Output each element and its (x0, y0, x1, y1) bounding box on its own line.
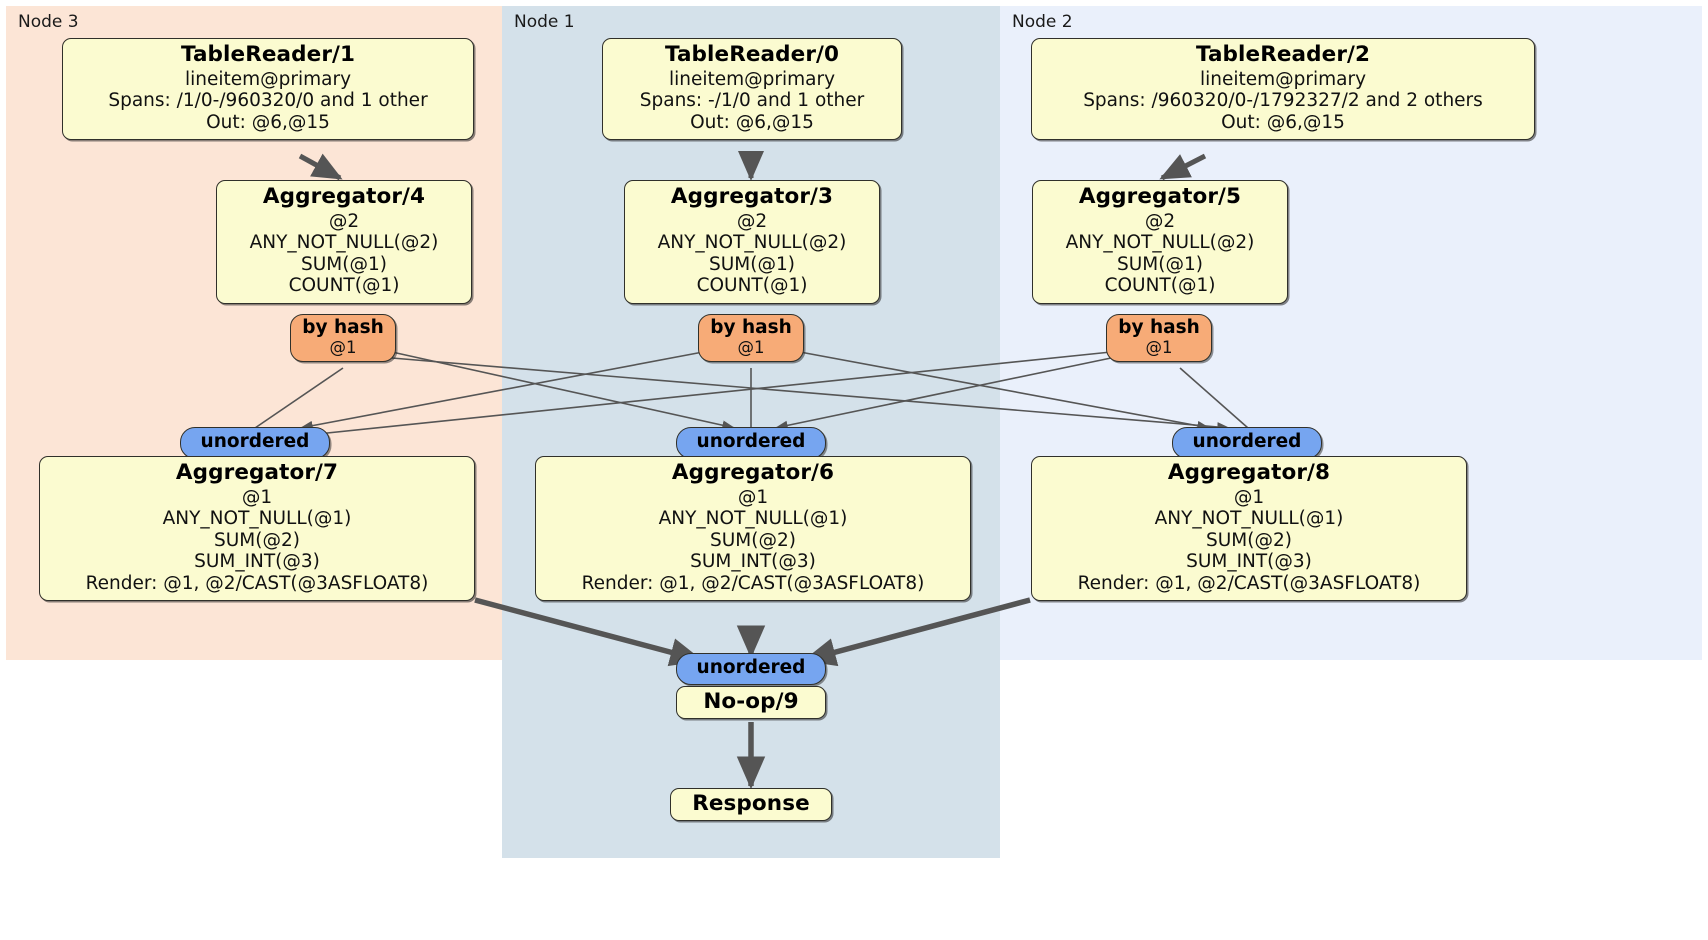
unordered-sync-left[interactable]: unordered (180, 427, 330, 459)
hash-router-label: by hash (1118, 317, 1200, 338)
unordered-sync-label: unordered (1192, 431, 1302, 452)
node-label-node3: Node 3 (18, 12, 79, 32)
processor-line: SUM_INT(@3) (194, 551, 320, 573)
processor-line: SUM(@2) (1206, 529, 1292, 551)
hash-router-column: @1 (329, 337, 357, 357)
hash-router-left[interactable]: by hash @1 (290, 314, 396, 363)
processor-title: Aggregator/5 (1078, 184, 1242, 209)
processor-line: SUM(@1) (301, 253, 387, 275)
processor-line: Out: @6,@15 (1221, 111, 1345, 133)
unordered-sync-label: unordered (696, 431, 806, 452)
processor-title: TableReader/0 (664, 42, 840, 67)
processor-tablereader-1[interactable]: TableReader/1 lineitem@primary Spans: /1… (62, 38, 474, 141)
processor-response[interactable]: Response (670, 788, 832, 821)
processor-title: TableReader/2 (1195, 42, 1371, 67)
processor-tablereader-2[interactable]: TableReader/2 lineitem@primary Spans: /9… (1031, 38, 1535, 141)
unordered-sync-final[interactable]: unordered (676, 653, 826, 685)
processor-title: Aggregator/7 (175, 460, 339, 485)
processor-line: ANY_NOT_NULL(@2) (1065, 232, 1255, 254)
processor-line: ANY_NOT_NULL(@1) (162, 508, 352, 530)
processor-line: SUM_INT(@3) (1186, 551, 1312, 573)
processor-line: COUNT(@1) (1104, 275, 1216, 297)
hash-router-column: @1 (737, 337, 765, 357)
processor-line: Render: @1, @2/CAST(@3ASFLOAT8) (85, 572, 429, 594)
processor-line: SUM(@1) (1117, 253, 1203, 275)
processor-line: SUM(@2) (710, 529, 796, 551)
processor-line: Render: @1, @2/CAST(@3ASFLOAT8) (581, 572, 925, 594)
processor-line: Out: @6,@15 (690, 111, 814, 133)
processor-line: ANY_NOT_NULL(@1) (658, 508, 848, 530)
processor-title: No-op/9 (703, 689, 799, 714)
processor-line: @1 (737, 486, 769, 508)
processor-title: Aggregator/8 (1167, 460, 1331, 485)
processor-line: ANY_NOT_NULL(@2) (657, 232, 847, 254)
processor-line: @2 (1144, 210, 1176, 232)
node-label-node2: Node 2 (1012, 12, 1073, 32)
processor-line: lineitem@primary (184, 68, 352, 90)
unordered-sync-label: unordered (696, 657, 806, 678)
processor-aggregator-8[interactable]: Aggregator/8 @1 ANY_NOT_NULL(@1) SUM(@2)… (1031, 456, 1467, 602)
processor-title: TableReader/1 (180, 42, 356, 67)
processor-aggregator-3[interactable]: Aggregator/3 @2 ANY_NOT_NULL(@2) SUM(@1)… (624, 180, 880, 304)
processor-line: @2 (736, 210, 768, 232)
hash-router-label: by hash (710, 317, 792, 338)
processor-line: SUM(@1) (709, 253, 795, 275)
processor-line: ANY_NOT_NULL(@1) (1154, 508, 1344, 530)
processor-line: lineitem@primary (1199, 68, 1367, 90)
unordered-sync-label: unordered (200, 431, 310, 452)
processor-title: Aggregator/3 (670, 184, 834, 209)
processor-title: Aggregator/4 (262, 184, 426, 209)
hash-router-label: by hash (302, 317, 384, 338)
processor-noop-9[interactable]: No-op/9 (676, 686, 826, 719)
node-label-node1: Node 1 (514, 12, 575, 32)
processor-line: @2 (328, 210, 360, 232)
processor-line: COUNT(@1) (696, 275, 808, 297)
processor-aggregator-4[interactable]: Aggregator/4 @2 ANY_NOT_NULL(@2) SUM(@1)… (216, 180, 472, 304)
processor-aggregator-6[interactable]: Aggregator/6 @1 ANY_NOT_NULL(@1) SUM(@2)… (535, 456, 971, 602)
processor-line: COUNT(@1) (288, 275, 400, 297)
processor-line: Spans: /1/0-/960320/0 and 1 other (108, 90, 428, 112)
processor-line: Spans: /960320/0-/1792327/2 and 2 others (1083, 90, 1483, 112)
processor-line: SUM_INT(@3) (690, 551, 816, 573)
hash-router-center[interactable]: by hash @1 (698, 314, 804, 363)
processor-line: @1 (241, 486, 273, 508)
processor-line: Out: @6,@15 (206, 111, 330, 133)
unordered-sync-center[interactable]: unordered (676, 427, 826, 459)
processor-title: Aggregator/6 (671, 460, 835, 485)
processor-line: @1 (1233, 486, 1265, 508)
processor-line: lineitem@primary (668, 68, 836, 90)
processor-line: SUM(@2) (214, 529, 300, 551)
processor-title: Response (692, 791, 810, 816)
processor-line: ANY_NOT_NULL(@2) (249, 232, 439, 254)
hash-router-right[interactable]: by hash @1 (1106, 314, 1212, 363)
hash-router-column: @1 (1145, 337, 1173, 357)
processor-aggregator-7[interactable]: Aggregator/7 @1 ANY_NOT_NULL(@1) SUM(@2)… (39, 456, 475, 602)
processor-line: Spans: -/1/0 and 1 other (639, 90, 865, 112)
unordered-sync-right[interactable]: unordered (1172, 427, 1322, 459)
processor-line: Render: @1, @2/CAST(@3ASFLOAT8) (1077, 572, 1421, 594)
processor-tablereader-0[interactable]: TableReader/0 lineitem@primary Spans: -/… (602, 38, 902, 141)
processor-aggregator-5[interactable]: Aggregator/5 @2 ANY_NOT_NULL(@2) SUM(@1)… (1032, 180, 1288, 304)
